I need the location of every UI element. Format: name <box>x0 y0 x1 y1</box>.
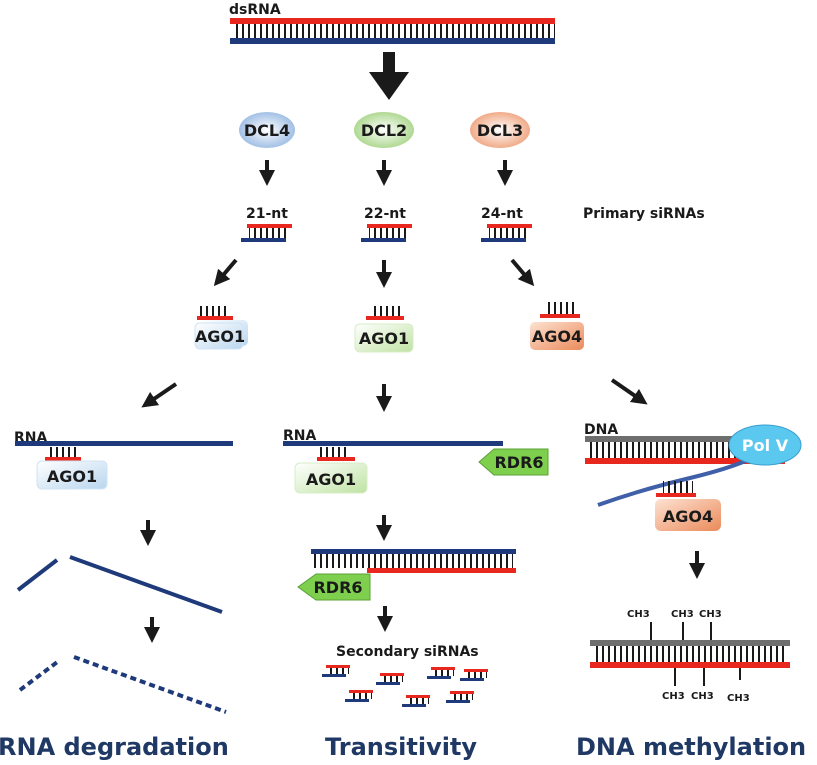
dicer-dcl3: DCL3 <box>470 112 530 148</box>
arrow-ago1-to-rna <box>141 382 178 408</box>
ago1-label-rna-left: AGO1 <box>47 467 97 486</box>
secondary-sirnas-label: Secondary siRNAs <box>336 644 479 660</box>
dicer-dcl4-label: DCL4 <box>244 121 290 140</box>
dsrna-label: dsRNA <box>229 2 281 18</box>
dicer-dcl2-label: DCL2 <box>361 121 407 140</box>
ago1-label-col1: AGO1 <box>195 327 245 346</box>
dsrna-duplex <box>230 18 555 44</box>
rdr6-dsrna-synthesis <box>311 549 516 573</box>
pol-v: Pol V <box>728 424 802 466</box>
ch3-mark-2: CH3 <box>671 609 694 620</box>
secondary-sirna-cluster <box>322 665 488 707</box>
target-rna-left <box>15 441 233 446</box>
ago4-label-col3: AGO4 <box>532 327 582 346</box>
rdr6-label-bottom: RDR6 <box>313 578 362 597</box>
arrow-21nt-to-ago1 <box>213 258 238 287</box>
dna-label: DNA <box>584 422 618 438</box>
ch3-mark-6: CH3 <box>727 693 750 704</box>
cleaved-rna <box>16 555 223 614</box>
ch3-mark-3: CH3 <box>699 609 722 620</box>
ago1-label-col2: AGO1 <box>359 329 409 348</box>
ago1-complex-col1: AGO1 <box>194 306 248 350</box>
rdr6-on-rna: RDR6 <box>478 448 549 476</box>
sirna-duplex-21nt <box>241 224 292 242</box>
primary-sirnas-label: Primary siRNAs <box>583 206 705 222</box>
pol-v-label: Pol V <box>742 436 789 455</box>
ago1-on-rna-left: AGO1 <box>36 447 108 490</box>
arrow-ago4-to-dna <box>610 378 648 405</box>
outcome-dna-methylation: DNA methylation <box>576 733 806 761</box>
dicer-dcl4: DCL4 <box>239 112 295 148</box>
methylated-dna <box>590 622 790 686</box>
ago1-complex-col2: AGO1 <box>354 306 414 353</box>
ago1-label-rna-mid: AGO1 <box>306 470 356 489</box>
ago1-on-rna-mid: AGO1 <box>294 447 368 494</box>
outcome-rna-degradation: RNA degradation <box>0 733 229 761</box>
degraded-rna <box>18 655 227 714</box>
ch3-mark-1: CH3 <box>627 609 650 620</box>
dicer-dcl2: DCL2 <box>354 112 414 148</box>
outcome-transitivity: Transitivity <box>325 733 477 761</box>
ago4-complex-col3: AGO4 <box>530 302 584 350</box>
ago4-on-transcript: AGO4 <box>655 481 721 531</box>
rna-label-mid: RNA <box>283 428 316 444</box>
size-24nt: 24-nt <box>481 206 523 222</box>
dicer-dcl3-label: DCL3 <box>477 121 523 140</box>
big-down-arrow <box>369 52 409 100</box>
ch3-mark-5: CH3 <box>691 691 714 702</box>
target-rna-mid <box>283 441 503 446</box>
arrow-24nt-to-ago4 <box>510 258 535 287</box>
sirna-duplex-24nt <box>481 224 532 242</box>
size-21nt: 21-nt <box>246 206 288 222</box>
rdr6-label-top: RDR6 <box>494 453 543 472</box>
size-22nt: 22-nt <box>364 206 406 222</box>
sirna-duplex-22nt <box>361 224 412 242</box>
ago4-label-dna: AGO4 <box>663 507 713 526</box>
rdr6-polymerase: RDR6 <box>297 573 371 601</box>
ch3-mark-4: CH3 <box>662 691 685 702</box>
